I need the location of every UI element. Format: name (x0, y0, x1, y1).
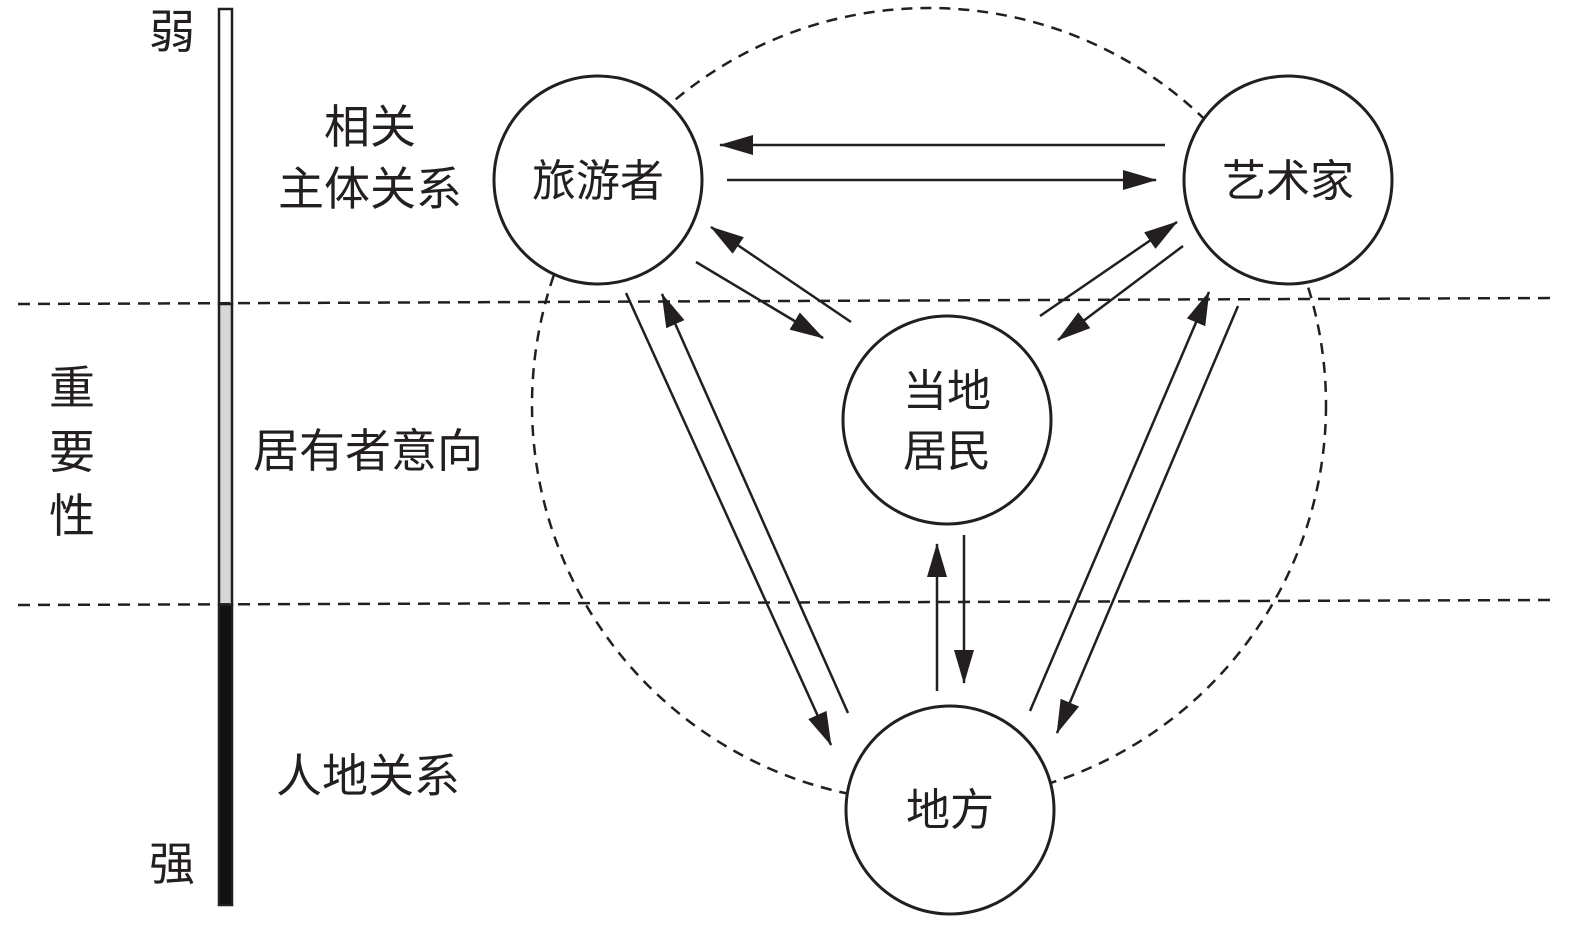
arrow-resident-to-tourist (710, 225, 852, 324)
arrow-artist-to-resident (1057, 245, 1184, 341)
scale-segment-strong (217, 603, 234, 907)
scale-strong-label: 强 (149, 837, 195, 891)
node-artist: 艺术家 (1182, 74, 1394, 286)
level-label-line: 居有者意向 (253, 424, 483, 478)
level-label-line: 相关 (324, 100, 416, 154)
axis-title-char: 要 (49, 425, 95, 479)
axis-title-char: 性 (49, 489, 95, 543)
node-resident-label: 居民 (903, 426, 991, 477)
importance-axis-title: 重要性 (49, 361, 95, 543)
importance-scale-bar (217, 7, 234, 907)
level-label-line: 人地关系 (276, 749, 460, 803)
level-label-line: 主体关系 (278, 162, 462, 216)
level-label-people-place: 人地关系 (276, 749, 460, 803)
arrow-artist-to-place (1055, 305, 1240, 734)
node-tourist-label: 旅游者 (532, 156, 664, 207)
node-place-label: 地方 (906, 785, 994, 836)
axis-title-char: 重 (49, 361, 95, 415)
node-artist-label: 艺术家 (1222, 156, 1354, 207)
node-tourist: 旅游者 (492, 74, 704, 286)
scale-segment-weak (217, 7, 234, 306)
arrow-place-to-artist (1028, 291, 1211, 712)
node-artist-circle (1182, 74, 1394, 286)
level-divider-upper (17, 296, 1556, 306)
node-resident-circle (841, 314, 1053, 526)
arrow-tourist-to-resident (695, 260, 824, 340)
relation-arrows (624, 135, 1240, 746)
level-label-occupant: 居有者意向 (253, 424, 483, 478)
scale-segment-medium (217, 302, 234, 607)
arrow-place-to-tourist (660, 293, 850, 714)
node-tourist-circle (492, 74, 704, 286)
scale-weak-label: 弱 (149, 5, 195, 59)
arrow-resident-to-artist (1039, 220, 1178, 318)
node-resident-label: 当地 (903, 366, 991, 417)
enclosing-dashed-circle (530, 6, 1328, 804)
level-divider-lower (17, 598, 1556, 607)
node-place: 地方 (844, 704, 1056, 916)
arrow-tourist-to-place (624, 292, 833, 746)
node-place-circle (844, 704, 1056, 916)
